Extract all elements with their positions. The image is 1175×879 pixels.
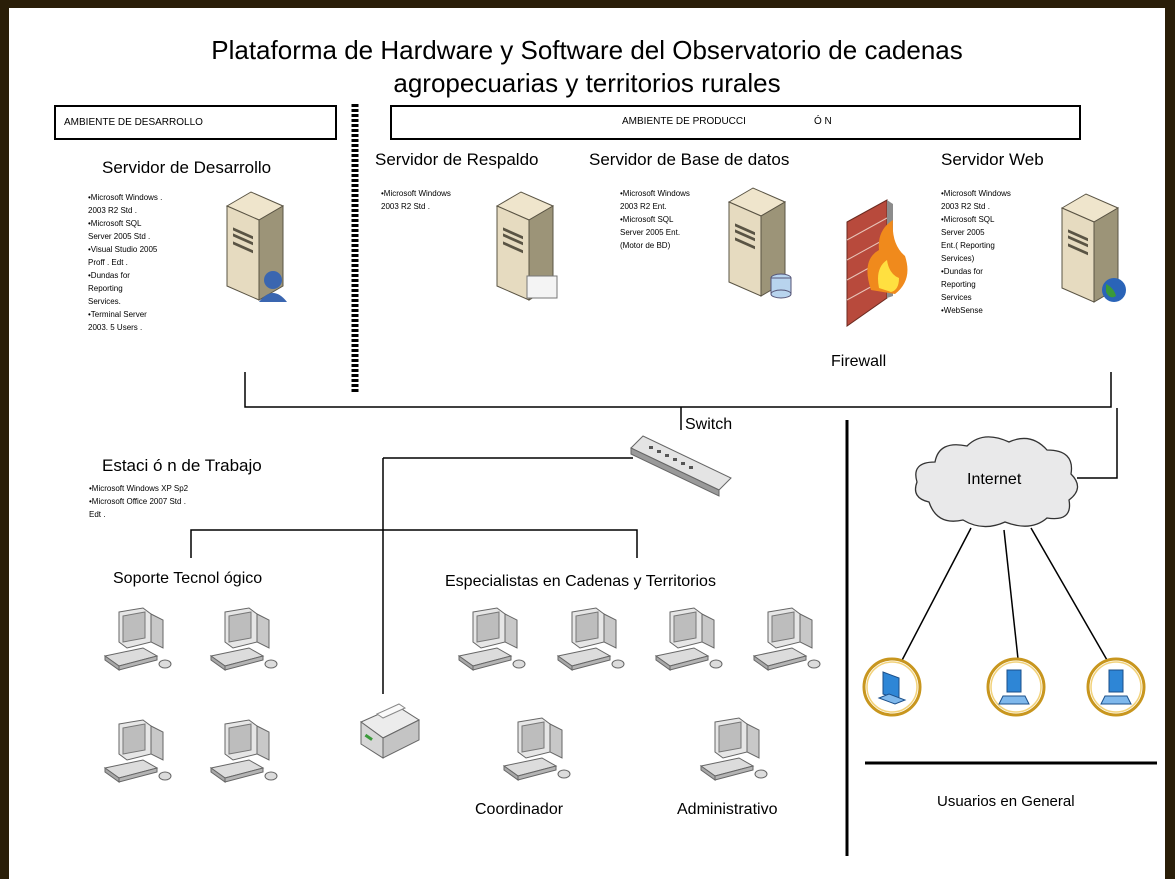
internet-label: Internet [967,471,1022,488]
spec-line: •Microsoft Office 2007 Std . [89,497,186,506]
spec-line: •Microsoft Windows [941,189,1011,198]
server-user-icon [226,191,287,302]
spec-line: Server 2005 Ent. [620,228,681,237]
diagram-canvas: Plataforma de Hardware y Software del Ob… [9,8,1165,879]
desktop-computer-icon [458,607,526,671]
spec-line: Services. [88,297,121,306]
public-user-icon [862,657,922,717]
dev-server-specs: •Microsoft Windows . 2003 R2 Std . •Micros… [88,191,162,334]
workstation-title: Estaci ó n de Trabajo [102,456,262,475]
spec-line: •Terminal Server [88,310,147,319]
specialists-group-label: Especialistas en Cadenas y Territorios [445,573,716,590]
spec-line: 2003 R2 Ent. [620,202,667,211]
spec-line: •Dundas for [941,267,983,276]
spec-line: Services [941,293,972,302]
spec-line: (Motor de BD) [620,241,671,250]
db-server-specs: •Microsoft Windows 2003 R2 Ent. •Microsoft… [620,187,690,252]
spec-line: Ent.( Reporting [941,241,995,250]
spec-line: •WebSense [941,306,983,315]
desktop-computer-icon [655,607,723,671]
dev-environment-box: AMBIENTE DE DESARROLLO [54,105,337,140]
spec-line: •Visual Studio 2005 [88,245,158,254]
server-globe-icon [1061,193,1126,303]
diagram-title-line-1: Plataforma de Hardware y Software del Ob… [211,35,963,65]
spec-line: •Microsoft SQL [88,219,142,228]
spec-line: Reporting [941,280,976,289]
desktop-computer-icon [104,607,172,671]
server-backup-icon [496,191,558,301]
printer-icon [360,703,421,759]
web-server-specs: •Microsoft Windows 2003 R2 Std . •Microsof… [941,187,1011,317]
spec-line: •Dundas for [88,271,130,280]
spec-line: •Microsoft SQL [620,215,674,224]
switch-icon [630,435,732,497]
spec-line: •Microsoft Windows . [88,193,163,202]
prod-environment-label-suffix: Ó N [814,116,832,127]
spec-line: Reporting [88,284,123,293]
db-server-title: Servidor de Base de datos [589,150,790,169]
administrative-label: Administrativo [677,801,778,818]
server-database-icon [728,187,792,299]
switch-label: Switch [685,416,733,433]
spec-line: •Microsoft Windows [620,189,690,198]
spec-line: Services) [941,254,975,263]
support-group-label: Soporte Tecnol ógico [113,570,263,587]
web-server-title: Servidor Web [941,150,1044,169]
public-users-label: Usuarios en General [937,793,1075,810]
desktop-computer-icon [104,719,172,783]
diagram-title-line-2: agropecuarias y territorios rurales [393,68,781,98]
prod-environment-box: AMBIENTE DE PRODUCCI Ó N [390,105,1081,140]
prod-environment-label: AMBIENTE DE PRODUCCI [622,116,746,127]
connection-lines [190,104,1157,856]
firewall-icon [846,199,908,327]
dev-server-title: Servidor de Desarrollo [102,158,272,177]
public-user-icon [1086,657,1146,717]
desktop-computer-icon [210,719,278,783]
dev-environment-label: AMBIENTE DE DESARROLLO [64,117,203,128]
desktop-computer-icon [503,717,571,781]
backup-server-specs: •Microsoft Windows 2003 R2 Std . [381,187,451,213]
spec-line: Proff . Edt . [88,258,128,267]
spec-line: Edt . [89,510,106,519]
desktop-computer-icon [557,607,625,671]
spec-line: 2003. 5 Users . [88,323,143,332]
spec-line: •Microsoft SQL [941,215,995,224]
spec-line: •Microsoft Windows XP Sp2 [89,484,189,493]
public-user-icon [986,657,1046,717]
spec-line: 2003 R2 Std . [88,206,137,215]
spec-line: Server 2005 [941,228,985,237]
desktop-computer-icon [210,607,278,671]
coordinator-label: Coordinador [475,801,564,818]
firewall-label: Firewall [831,353,887,370]
spec-line: 2003 R2 Std . [941,202,990,211]
spec-line: •Microsoft Windows [381,189,451,198]
spec-line: Server 2005 Std . [88,232,151,241]
desktop-computer-icon [700,717,768,781]
backup-server-title: Servidor de Respaldo [375,150,539,169]
cloud-icon [914,436,1079,528]
spec-line: 2003 R2 Std . [381,202,430,211]
desktop-computer-icon [753,607,821,671]
workstation-specs: •Microsoft Windows XP Sp2 •Microsoft Offi… [89,482,188,521]
